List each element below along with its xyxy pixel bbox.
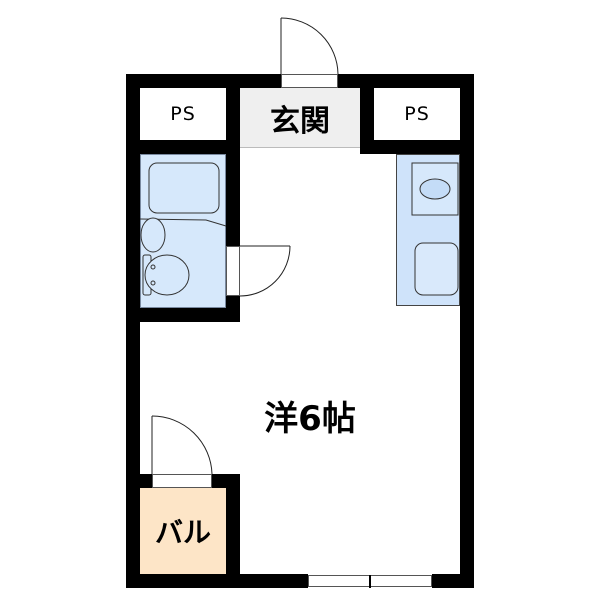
bath-door-swing-icon: [239, 245, 291, 297]
washbasin-icon: [140, 217, 166, 253]
bath-door-opening[interactable]: [226, 246, 240, 296]
toilet-icon: [142, 254, 190, 296]
wall-outer-left: [126, 74, 140, 588]
ps-left: PS: [140, 88, 226, 140]
entrance-door-opening[interactable]: [281, 74, 338, 88]
entrance: 玄関: [240, 88, 360, 148]
bathtub-icon: [148, 162, 220, 214]
balcony-door-swing-icon: [151, 415, 213, 475]
ps-right: PS: [374, 88, 460, 140]
wall-bath-right-upper: [226, 154, 240, 246]
western-room-label: 洋6帖: [264, 398, 356, 439]
entrance-label: 玄関: [270, 103, 330, 139]
western-room: 洋6帖: [240, 380, 380, 450]
balcony: バル: [140, 488, 226, 574]
wall-outer-right: [460, 74, 474, 588]
ps-left-label: PS: [170, 103, 196, 125]
balcony-label: バル: [154, 516, 211, 549]
wall-outer-bottom-left: [126, 574, 308, 588]
wall-ps-left-bottom: [126, 140, 240, 154]
bath-partition-icon: [139, 218, 227, 227]
wall-outer-top-left: [126, 74, 281, 88]
wall-outer-bottom-right: [432, 574, 474, 588]
sink-bowl-icon: [419, 178, 451, 200]
wall-balcony-top-left: [126, 474, 152, 488]
wall-ps-right-bottom: [360, 140, 474, 154]
wall-ps-right-left: [360, 74, 374, 154]
wall-ps-left-right: [226, 74, 240, 154]
wall-balcony-right: [226, 474, 240, 588]
wall-bath-bottom: [126, 308, 240, 322]
stove-icon: [414, 242, 459, 296]
balcony-door-opening[interactable]: [152, 474, 212, 488]
ps-right-label: PS: [404, 103, 430, 125]
entrance-door-swing-icon: [280, 17, 339, 75]
